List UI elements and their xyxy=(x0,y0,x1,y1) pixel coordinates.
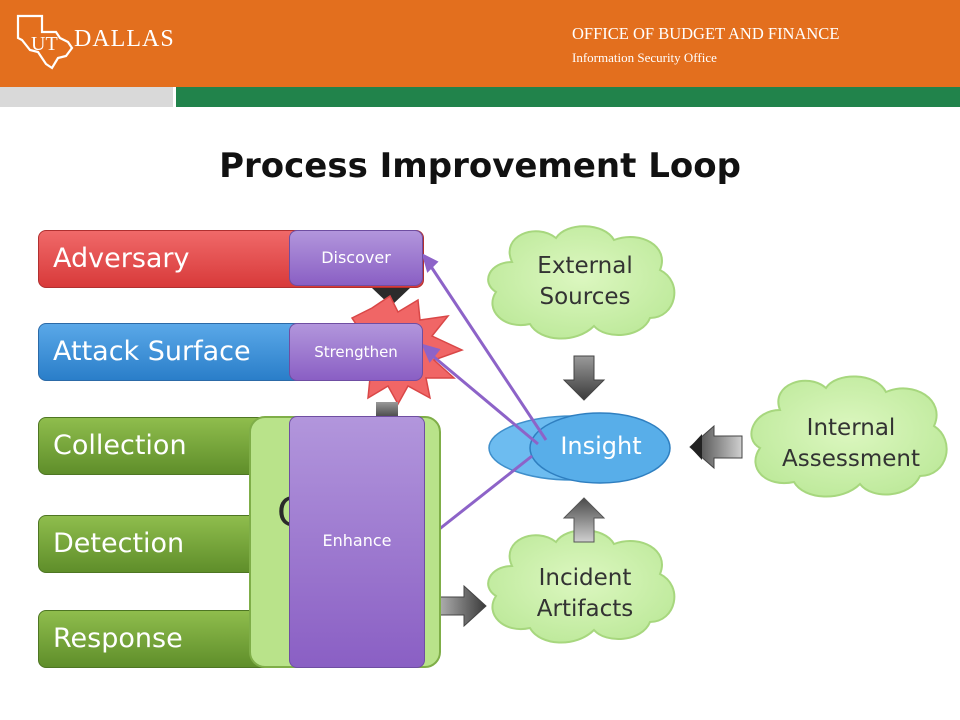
office-subtitle: Information Security Office xyxy=(572,50,717,65)
logo-text: DALLAS xyxy=(74,26,175,52)
connector-arrow-icon xyxy=(376,402,398,420)
incident-line-1: Incident xyxy=(538,565,632,591)
logo-ut-text: UT xyxy=(31,33,58,55)
feedback-to-enhance-line xyxy=(427,454,533,540)
page-title: Process Improvement Loop xyxy=(219,146,741,186)
strengthen-box: Strengthen xyxy=(289,323,423,381)
incident-artifacts-cloud-icon xyxy=(487,529,676,644)
response-label: Response xyxy=(53,623,183,654)
internal-assessment-label: Internal Assessment xyxy=(766,413,936,475)
external-sources-cloud-icon xyxy=(487,225,676,340)
strengthen-arrowhead-icon xyxy=(421,343,441,363)
incident-artifacts-label: Incident Artifacts xyxy=(506,563,664,625)
feedback-to-discover-line xyxy=(426,261,548,441)
enhance-label: Enhance xyxy=(322,531,392,550)
external-line-2: Sources xyxy=(539,284,631,310)
collection-label: Collection xyxy=(53,430,187,461)
external-sources-label: External Sources xyxy=(506,251,664,313)
strengthen-label: Strengthen xyxy=(314,343,398,361)
incident-to-insight-arrow-icon xyxy=(562,497,606,543)
external-to-insight-arrow-icon xyxy=(562,355,606,401)
detection-label: Detection xyxy=(53,528,185,559)
header-bar: UT DALLAS OFFICE OF BUDGET AND FINANCE I… xyxy=(0,0,960,87)
internal-line-2: Assessment xyxy=(782,446,920,472)
internal-line-1: Internal xyxy=(806,415,896,441)
discover-label: Discover xyxy=(321,248,391,267)
insight-label: Insight xyxy=(560,432,642,460)
internal-arrow-tip-icon xyxy=(690,434,702,460)
insight-front-ellipse xyxy=(529,412,671,484)
feedback-lines xyxy=(420,253,548,544)
internal-assessment-cloud-icon xyxy=(750,375,948,498)
adversary-label: Adversary xyxy=(53,243,190,274)
office-name: OFFICE OF BUDGET AND FINANCE xyxy=(572,24,840,43)
green-band xyxy=(173,87,960,107)
external-line-1: External xyxy=(537,253,633,279)
feedback-to-strengthen-line xyxy=(427,350,539,446)
gray-band xyxy=(0,87,173,107)
attack-surface-label: Attack Surface xyxy=(53,336,251,367)
incident-line-2: Artifacts xyxy=(536,596,634,622)
discover-arrowhead-icon xyxy=(421,253,439,273)
discover-box: Discover xyxy=(289,230,423,286)
enhance-box: Enhance xyxy=(289,416,425,668)
ut-dallas-logo-icon: UT xyxy=(16,14,74,70)
